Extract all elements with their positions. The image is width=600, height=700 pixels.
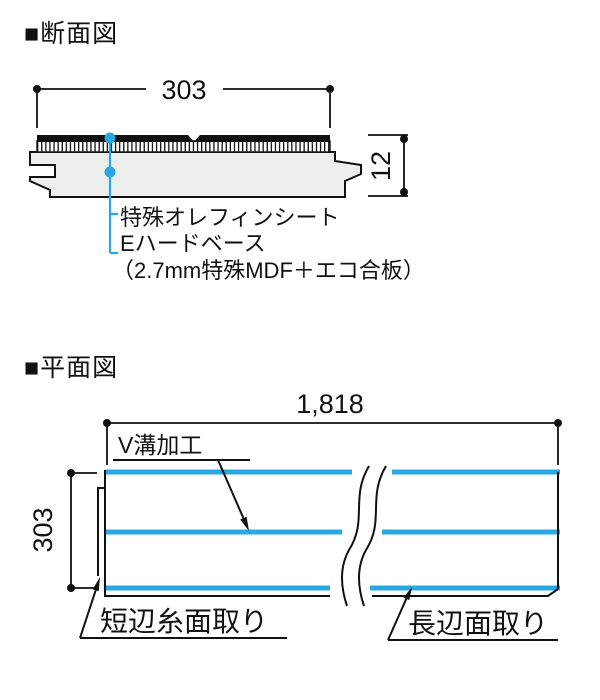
leader-line bbox=[108, 137, 118, 255]
section-thickness-dimension: 12 bbox=[366, 134, 408, 197]
dimension-endpoint bbox=[400, 135, 408, 143]
mdf-layer bbox=[36, 140, 331, 153]
base-board-layer bbox=[29, 151, 362, 198]
section-width-dimension: 303 bbox=[33, 75, 334, 128]
section-view-title: ■断面図 bbox=[24, 20, 118, 48]
dimension-endpoint bbox=[103, 419, 111, 427]
leader-line bbox=[79, 589, 287, 639]
dimension-line bbox=[70, 472, 97, 589]
label-olefin-sheet: 特殊オレフィンシート bbox=[120, 205, 340, 230]
dimension-endpoint bbox=[33, 85, 41, 93]
leader-point-base bbox=[104, 166, 116, 178]
dimension-line bbox=[36, 88, 331, 128]
olefin-sheet-layer bbox=[37, 135, 330, 142]
long-edge-annotation: 長辺面取り bbox=[387, 587, 558, 641]
cross-section-part bbox=[29, 135, 362, 198]
leader-line bbox=[113, 459, 250, 519]
plan-width-value: 303 bbox=[28, 507, 58, 552]
plank-outline bbox=[97, 465, 560, 607]
dimension-endpoint bbox=[400, 188, 408, 196]
label-hard-base-detail: （2.7mm特殊MDF＋エコ合板） bbox=[112, 258, 425, 283]
dimension-endpoint bbox=[67, 584, 75, 592]
arrowhead bbox=[403, 587, 412, 601]
plan-length-dimension: 1,818 bbox=[103, 389, 562, 465]
dimension-endpoint bbox=[326, 85, 334, 93]
arrowhead bbox=[92, 577, 100, 592]
dimension-endpoint bbox=[67, 469, 75, 477]
chamfer-edge-lines bbox=[105, 469, 560, 591]
arrowhead bbox=[240, 516, 249, 531]
short-edge-annotation: 短辺糸面取り bbox=[79, 577, 287, 639]
v-groove-annotation: V溝加工 bbox=[113, 432, 250, 531]
dimension-endpoint bbox=[554, 419, 562, 427]
dimension-line bbox=[368, 134, 408, 197]
leader-point-sheet bbox=[104, 132, 116, 144]
label-short-edge: 短辺糸面取り bbox=[100, 606, 268, 637]
leader-line bbox=[387, 598, 558, 641]
plan-length-value: 1,818 bbox=[296, 389, 364, 419]
dimension-line bbox=[106, 422, 559, 465]
section-width-value: 303 bbox=[161, 75, 206, 105]
material-leader bbox=[104, 132, 118, 255]
label-hard-base: Eハードベース bbox=[120, 231, 266, 256]
label-long-edge: 長辺面取り bbox=[408, 608, 548, 639]
plan-view-title: ■平面図 bbox=[24, 354, 118, 382]
plan-width-dimension: 303 bbox=[28, 469, 97, 592]
plank-edges bbox=[97, 470, 559, 597]
break-lines bbox=[341, 465, 387, 607]
label-v-groove: V溝加工 bbox=[118, 432, 202, 458]
section-thickness-value: 12 bbox=[366, 151, 396, 181]
